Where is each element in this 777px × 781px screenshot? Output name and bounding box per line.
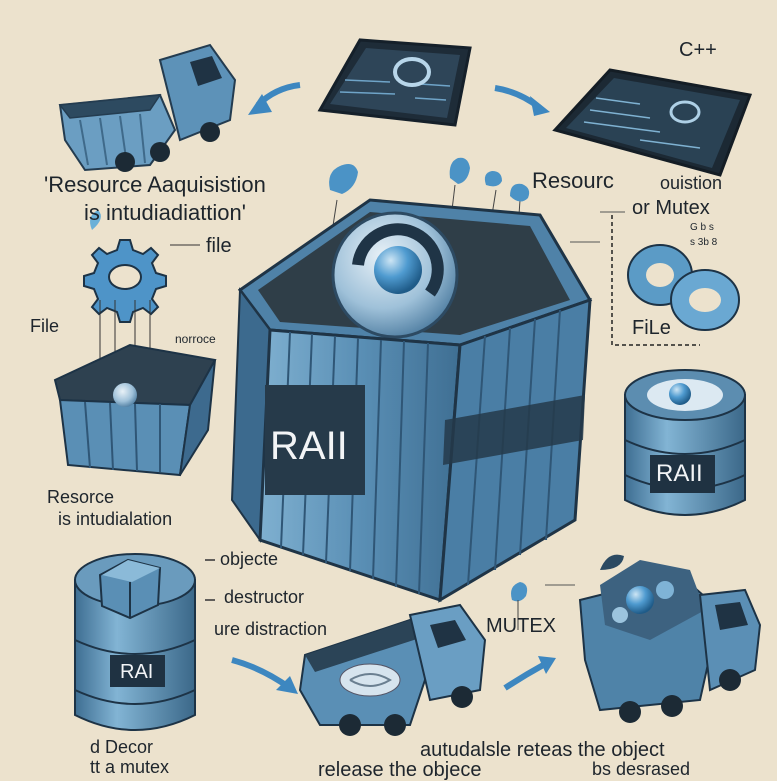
raii-barrel-label: RAII [656, 460, 703, 487]
title-line-1: 'Resource Aaquisistion [44, 172, 266, 197]
ouistion-label: ouistion [660, 173, 723, 193]
resource-left-line-1: Resorce [47, 487, 115, 507]
truck-bottom-right-icon [578, 554, 762, 723]
resourc-label: Resourc [532, 168, 614, 193]
raii-container-icon [230, 198, 593, 603]
resource-left-line-2: is intudialation [58, 509, 173, 529]
truck-bottom-center-icon [298, 603, 487, 736]
release-line-label: release the objece [318, 759, 482, 781]
destructor-label: destructor [224, 587, 305, 607]
objecte-label: objecte [220, 549, 279, 569]
file-left-label: File [30, 316, 60, 336]
norroce-label: norroce [175, 332, 216, 346]
mutex-label: MUTEX [486, 615, 556, 637]
arrow-icon [503, 661, 547, 691]
autud-line-label: autudalsle reteas the object [420, 739, 665, 761]
desrased-label: bs desrased [592, 759, 691, 779]
chip-panel-icon [317, 38, 472, 127]
raii-main-label: RAII [270, 424, 348, 468]
gears-right-icon [627, 244, 740, 331]
file-top-label: file [206, 235, 232, 257]
resource-drops-icon [329, 157, 530, 246]
file-right-label: FiLe [632, 317, 671, 339]
tiny-right-label-2: s 3b 8 [690, 237, 718, 248]
title-line-2: is intudiadiattion' [84, 200, 246, 225]
barrel-right-icon [624, 369, 746, 516]
arrow-icon [231, 657, 292, 691]
cpp-label: C++ [679, 39, 717, 61]
decor-line-2: tt a mutex [90, 757, 170, 777]
connector-line [611, 215, 700, 346]
rai-barrel-label: RAI [120, 661, 154, 683]
code-screen-icon [552, 68, 753, 177]
distraction-label: ure distraction [214, 619, 328, 639]
drop-icon [511, 582, 528, 602]
tiny-right-label-1: G b s [690, 222, 714, 233]
truck-top-left-icon [58, 43, 237, 172]
small-box-icon [53, 300, 217, 477]
barrel-left-icon [74, 553, 196, 731]
decor-line-1: d Decor [90, 737, 154, 757]
or-mutex-label: or Mutex [632, 197, 710, 219]
gear-icon [83, 210, 167, 323]
